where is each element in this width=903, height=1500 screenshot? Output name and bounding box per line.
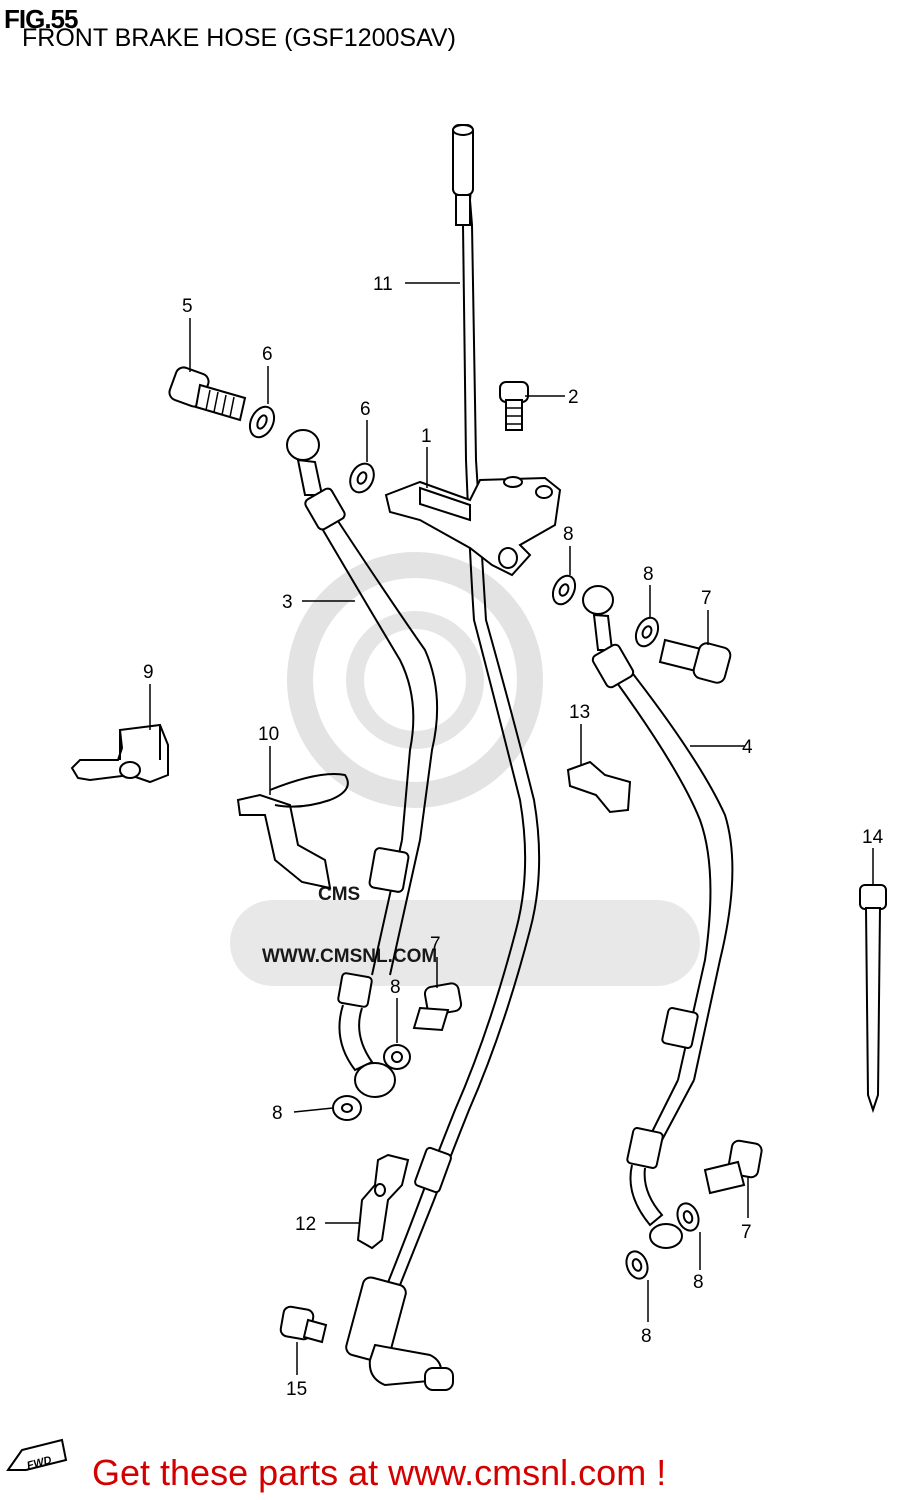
callout-7: 7 bbox=[701, 588, 712, 609]
part-15-bolt bbox=[279, 1305, 328, 1344]
fwd-arrow-icon: FWD bbox=[6, 1438, 68, 1472]
callout-7: 7 bbox=[741, 1222, 752, 1243]
callout-8: 8 bbox=[390, 977, 401, 998]
part-1-joint bbox=[384, 476, 562, 577]
part-12-clamp bbox=[356, 1153, 410, 1250]
callout-6: 6 bbox=[262, 344, 273, 365]
callout-12: 12 bbox=[295, 1214, 316, 1235]
part-14-cable-tie bbox=[859, 884, 887, 1114]
part-13-clamp bbox=[566, 760, 632, 814]
callout-11: 11 bbox=[373, 274, 393, 295]
part-6-washers bbox=[248, 405, 375, 494]
callout-2: 2 bbox=[568, 387, 579, 408]
part-2-bolt bbox=[499, 381, 529, 431]
callout-15: 15 bbox=[286, 1379, 307, 1400]
callout-14: 14 bbox=[862, 827, 884, 848]
callout-9: 9 bbox=[143, 662, 154, 683]
callout-4: 4 bbox=[742, 737, 753, 758]
callout-8: 8 bbox=[693, 1272, 704, 1293]
callout-8: 8 bbox=[563, 524, 574, 545]
watermark-url: WWW.CMSNL.COM bbox=[262, 946, 437, 967]
callout-8: 8 bbox=[272, 1103, 283, 1124]
part-11-brake-hose bbox=[345, 124, 541, 1391]
callout-1: 1 bbox=[421, 426, 432, 447]
figure-number: FIG.55 bbox=[4, 4, 78, 34]
callout-8: 8 bbox=[643, 564, 654, 585]
part-8-washers bbox=[332, 574, 700, 1280]
part-7-bolts bbox=[412, 638, 763, 1195]
callout-13: 13 bbox=[569, 702, 590, 723]
part-3-brake-hose bbox=[286, 429, 439, 1098]
callouts: 11 5 6 6 1 2 8 8 7 3 4 9 10 13 14 7 8 8 … bbox=[143, 274, 884, 1400]
footer-promo-text: Get these parts at www.cmsnl.com ! bbox=[92, 1452, 667, 1493]
callout-3: 3 bbox=[282, 592, 293, 613]
callout-7: 7 bbox=[430, 934, 441, 955]
part-9-clamp bbox=[70, 723, 169, 784]
watermark-brand: CMS bbox=[318, 884, 360, 905]
part-5-banjo-bolt bbox=[168, 366, 247, 422]
callout-6: 6 bbox=[360, 399, 371, 420]
callout-5: 5 bbox=[182, 296, 193, 317]
figure-subtitle: FRONT BRAKE HOSE (GSF1200SAV) bbox=[22, 24, 456, 52]
part-4-brake-hose bbox=[582, 585, 734, 1249]
callout-8: 8 bbox=[641, 1326, 652, 1347]
watermark: CMS WWW.CMSNL.COM bbox=[230, 552, 700, 986]
leader-lines bbox=[149, 282, 874, 1375]
part-10-clamp bbox=[236, 773, 349, 890]
callout-10: 10 bbox=[258, 724, 279, 745]
